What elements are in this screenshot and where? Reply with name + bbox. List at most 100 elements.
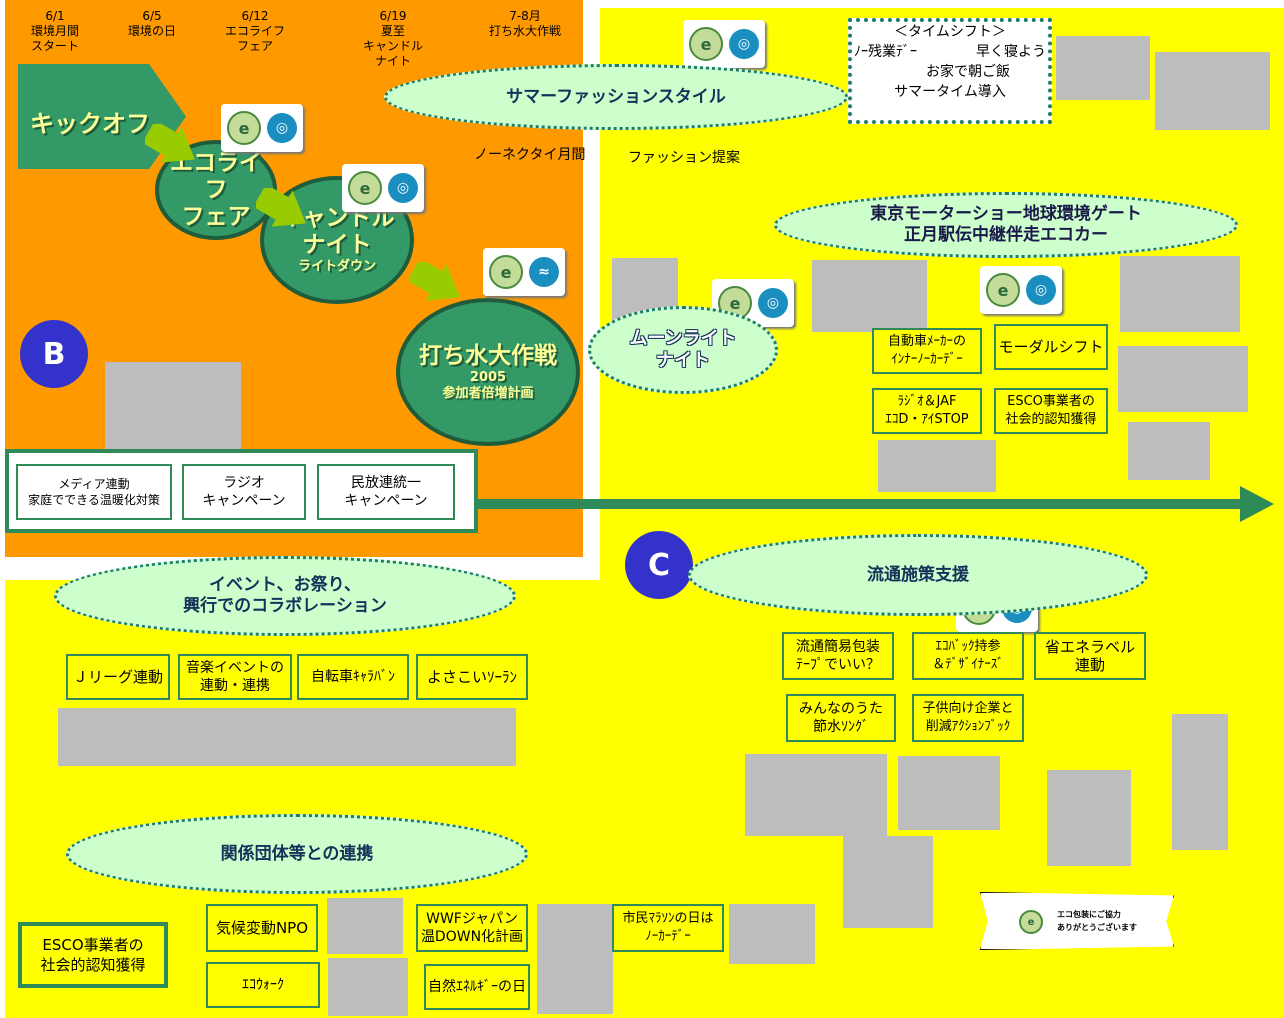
timeshift-line4: サマータイム導入 bbox=[894, 84, 1006, 100]
yellow-panel-right bbox=[600, 8, 1284, 1018]
uchimizu-title: 打ち水大作戦 bbox=[419, 342, 557, 369]
moonlight-line1: ムーンライト bbox=[629, 328, 737, 349]
eco-logo-icon: e◎ bbox=[683, 20, 765, 68]
wwf-line1: WWFジャパン bbox=[426, 911, 518, 927]
energy-label-line1: 省エネラベル bbox=[1044, 638, 1135, 656]
automaker-box: 自動車ﾒｰｶｰの ｲﾝﾅｰﾉｰｶｰﾃﾞｰ bbox=[872, 328, 982, 374]
events-line1: イベント、お祭り、 bbox=[209, 575, 361, 595]
media-box-2-line2: キャンペーン bbox=[202, 493, 286, 509]
photo-placeholder bbox=[1056, 36, 1150, 100]
date-kankyo-gekkan: 6/1 環境月間 スタート bbox=[30, 9, 79, 53]
uchimizu-sub: 参加者倍増計画 bbox=[442, 385, 534, 401]
motor-show-ellipse: 東京モーターショー地球環境ゲート 正月駅伝中継伴走エコカー bbox=[774, 192, 1238, 258]
photo-placeholder bbox=[537, 904, 613, 1014]
radio-jaf-line2: ｴｺD・ｱｲSTOP bbox=[885, 412, 969, 427]
photo-placeholder bbox=[105, 362, 241, 456]
eco-logo-icon: e≈ bbox=[483, 248, 565, 296]
badge-b: B bbox=[20, 320, 88, 388]
photo-placeholder bbox=[58, 708, 516, 766]
bike-caravan-box: 自転車ｷｬﾗﾊﾞﾝ bbox=[297, 654, 409, 700]
song-box: みんなのうた 節水ｿﾝｸﾞ bbox=[786, 694, 896, 742]
thanks-banner: e エコ包装にご協力 ありがとうございます bbox=[980, 892, 1174, 950]
media-box-1-line2: 家庭でできる温暖化対策 bbox=[28, 493, 160, 507]
automaker-line1: 自動車ﾒｰｶｰの bbox=[887, 334, 966, 349]
radio-jaf-box: ﾗｼﾞｵ＆JAF ｴｺD・ｱｲSTOP bbox=[872, 388, 982, 434]
packaging-line2: ﾃｰﾌﾟでいい？ bbox=[796, 657, 880, 673]
motor-line1: 東京モーターショー地球環境ゲート bbox=[870, 204, 1142, 224]
energy-label-box: 省エネラベル 連動 bbox=[1034, 632, 1146, 680]
kids-box: 子供向け企業と 削減ｱｸｼｮﾝﾌﾞｯｸ bbox=[912, 694, 1024, 742]
photo-placeholder bbox=[878, 440, 996, 492]
kickoff-label: キックオフ bbox=[30, 110, 150, 138]
media-box-1: メディア連動 家庭でできる温暖化対策 bbox=[16, 464, 172, 520]
photo-placeholder bbox=[729, 904, 815, 964]
green-arrow-icon bbox=[410, 262, 460, 301]
timeshift-line3: お家で朝ご飯 bbox=[926, 64, 1010, 80]
uchimizu-circle: 打ち水大作戦 2005 参加者倍増計画 bbox=[396, 298, 580, 446]
photo-placeholder bbox=[1118, 346, 1248, 412]
thanks-line1: エコ包装にご協力 bbox=[1057, 910, 1121, 919]
eco-logo-icon: e bbox=[1013, 907, 1049, 937]
music-line2: 連動・連携 bbox=[200, 678, 270, 694]
media-box-2: ラジオ キャンペーン bbox=[182, 464, 306, 520]
wwf-box: WWFジャパン 温DOWN化計画 bbox=[416, 904, 528, 952]
green-arrow-icon bbox=[145, 124, 195, 163]
photo-placeholder bbox=[1172, 714, 1228, 850]
music-line1: 音楽イベントの bbox=[186, 660, 284, 676]
timeshift-title: ＜タイムシフト＞ bbox=[894, 24, 1006, 40]
wwf-line2: 温DOWN化計画 bbox=[420, 929, 524, 945]
date-uchimizu: 7-8月 打ち水大作戦 bbox=[488, 9, 561, 38]
ecobag-box: ｴｺﾊﾞｯｸ持参 ＆ﾃﾞｻﾞｲﾅｰｽﾞ bbox=[912, 632, 1024, 680]
esco-left-line1: ESCO事業者の bbox=[42, 936, 144, 954]
timeshift-nooverwork: ﾉｰ残業ﾃﾞｰ bbox=[854, 44, 917, 60]
marathon-line1: 市民ﾏﾗｿﾝの日は bbox=[622, 911, 714, 926]
jleague-box: Ｊリーグ連動 bbox=[66, 654, 170, 700]
fashion-label: ファッション提案 bbox=[628, 150, 740, 166]
ecobag-line1: ｴｺﾊﾞｯｸ持参 bbox=[935, 639, 1001, 654]
thanks-line2: ありがとうございます bbox=[1057, 923, 1137, 932]
distribution-ellipse: 流通施策支援 bbox=[688, 534, 1148, 616]
ecobag-line2: ＆ﾃﾞｻﾞｲﾅｰｽﾞ bbox=[932, 657, 1004, 672]
modal-shift-box: モーダルシフト bbox=[994, 324, 1108, 370]
esco-left-line2: 社会的認知獲得 bbox=[40, 956, 146, 974]
events-line2: 興行でのコラボレーション bbox=[183, 596, 387, 616]
timeshift-box: ＜タイムシフト＞ ﾉｰ残業ﾃﾞｰ 早く寝よう お家で朝ご飯 サマータイム導入 bbox=[848, 18, 1052, 124]
photo-placeholder bbox=[327, 898, 403, 954]
media-box-3-line2: キャンペーン bbox=[344, 493, 428, 509]
photo-placeholder bbox=[1128, 422, 1210, 480]
thanks-text: エコ包装にご協力 ありがとうございます bbox=[1057, 908, 1137, 934]
motor-line2: 正月駅伝中継伴走エコカー bbox=[904, 225, 1108, 245]
orgs-ellipse: 関係団体等との連携 bbox=[66, 814, 528, 894]
summer-fashion-ellipse: サマーファッションスタイル bbox=[384, 64, 848, 130]
eco-logo-icon: e◎ bbox=[221, 104, 303, 152]
photo-placeholder bbox=[1155, 52, 1270, 130]
ecolife-line2: フェア bbox=[181, 203, 251, 230]
photo-placeholder bbox=[843, 836, 933, 928]
esco-right-line2: 社会的認知獲得 bbox=[1005, 412, 1097, 427]
esco-right-line1: ESCO事業者の bbox=[1007, 394, 1095, 409]
media-box-1-line1: メディア連動 bbox=[58, 477, 130, 491]
media-box-3-line1: 民放連統一 bbox=[351, 475, 421, 491]
song-line2: 節水ｿﾝｸﾞ bbox=[813, 719, 869, 735]
kids-line2: 削減ｱｸｼｮﾝﾌﾞｯｸ bbox=[925, 719, 1011, 734]
photo-placeholder bbox=[898, 756, 1000, 830]
marathon-box: 市民ﾏﾗｿﾝの日は ﾉｰｶｰﾃﾞｰ bbox=[612, 904, 724, 952]
photo-placeholder bbox=[328, 958, 408, 1016]
date-ecolife-fair: 6/12 エコライフ フェア bbox=[224, 9, 285, 53]
ecolife-fair-circle: エコライフ フェア bbox=[155, 140, 277, 240]
timeshift-sleep: 早く寝よう bbox=[976, 44, 1046, 60]
photo-placeholder bbox=[812, 260, 927, 332]
radio-jaf-line1: ﾗｼﾞｵ＆JAF bbox=[897, 394, 957, 409]
packaging-box: 流通簡易包装 ﾃｰﾌﾟでいい？ bbox=[782, 632, 894, 680]
automaker-line2: ｲﾝﾅｰﾉｰｶｰﾃﾞｰ bbox=[891, 352, 963, 367]
moonlight-line2: ナイト bbox=[656, 350, 710, 371]
badge-c: C bbox=[625, 531, 693, 599]
eco-logo-icon: e◎ bbox=[342, 164, 424, 212]
media-box-2-line1: ラジオ bbox=[223, 475, 265, 491]
uchimizu-year: 2005 bbox=[469, 369, 507, 385]
candle-line2: ナイト bbox=[302, 232, 372, 258]
photo-placeholder bbox=[1120, 256, 1240, 332]
yosakoi-box: よさこいｿｰﾗﾝ bbox=[416, 654, 528, 700]
photo-placeholder bbox=[745, 754, 887, 836]
npo-box: 気候変動NPO bbox=[206, 904, 318, 952]
